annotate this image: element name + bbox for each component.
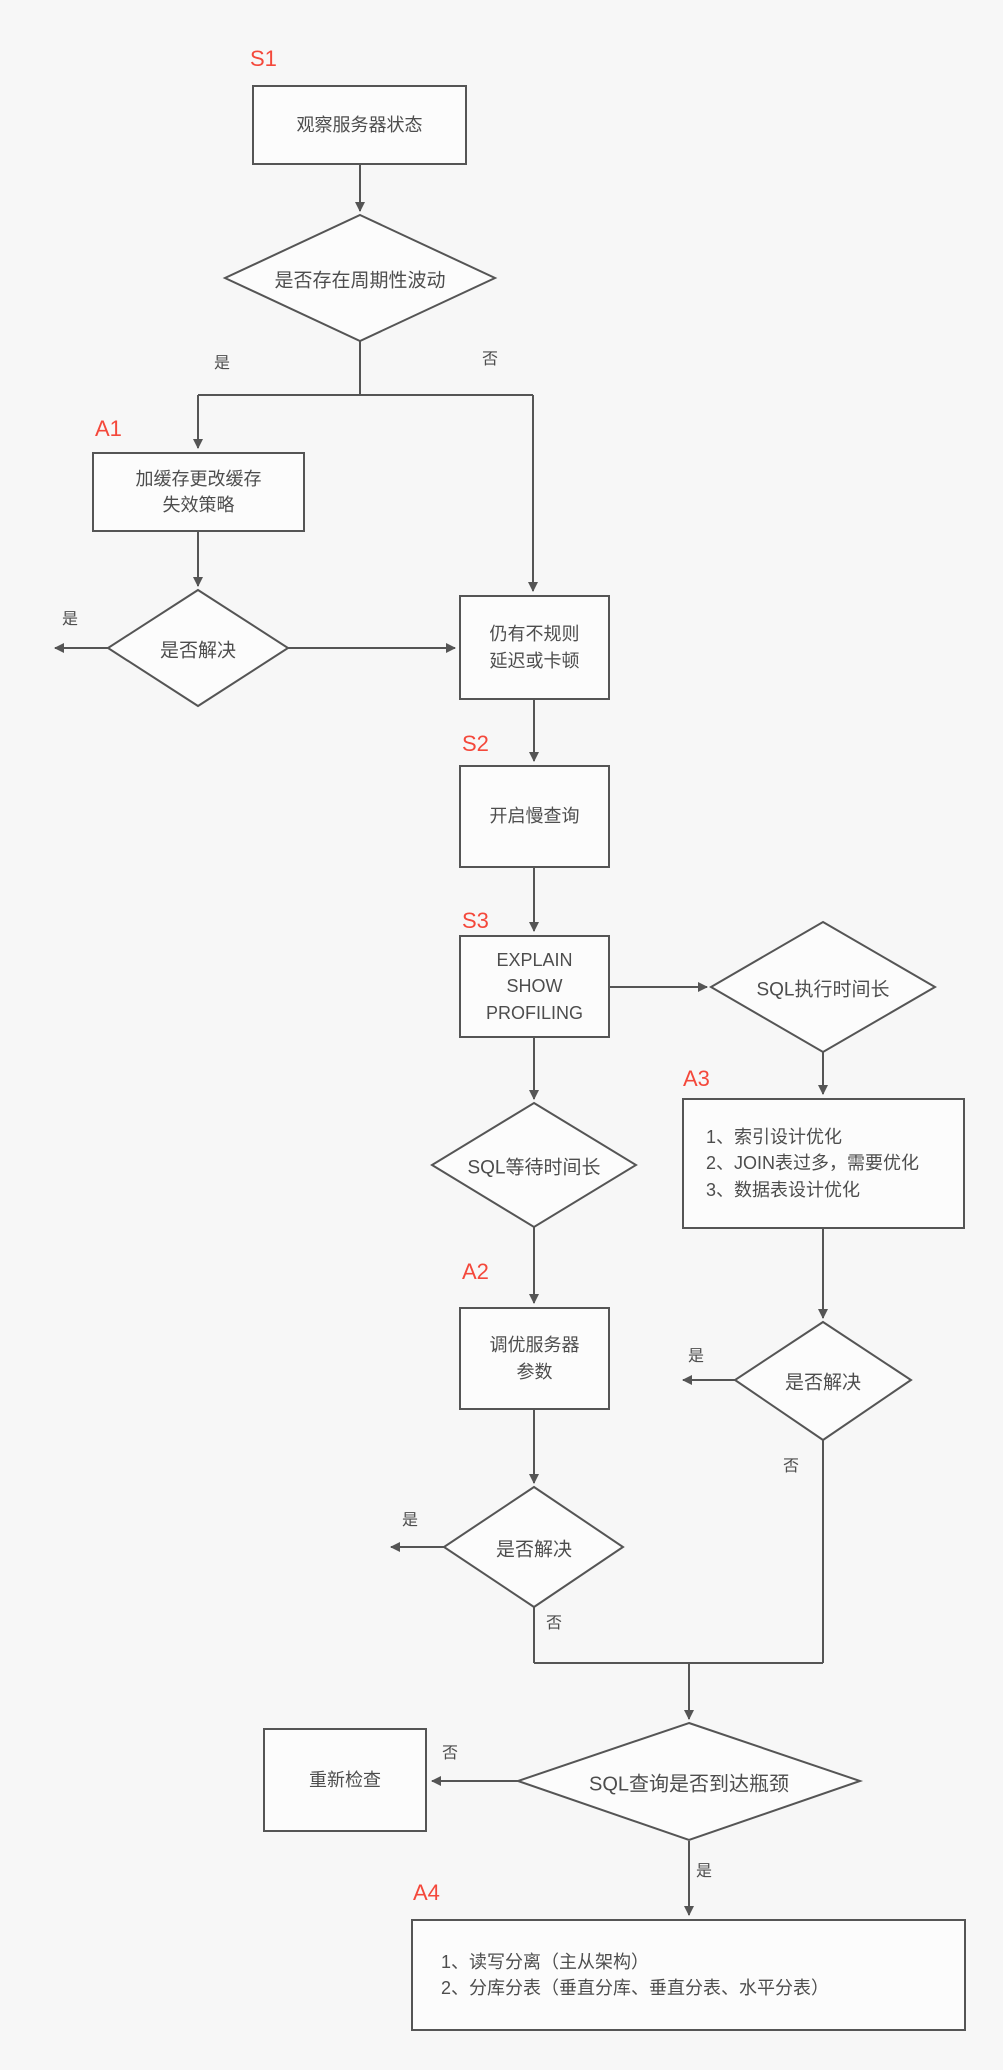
node-scale-out-item2: 2、分库分表（垂直分库、垂直分表、水平分表） <box>441 1978 830 1998</box>
decision-exec-long-label: SQL执行时间长 <box>756 979 890 1001</box>
decision-solved1-label: 是否解决 <box>159 640 237 662</box>
decision-solved1-diamond <box>106 588 290 708</box>
decision-solved3-label: 是否解决 <box>784 1372 862 1394</box>
node-index-optimization-item1: 1、索引设计优化 <box>706 1127 843 1148</box>
node-irregular-lag: 仍有不规则 延迟或卡顿 <box>459 595 610 700</box>
branch-periodic-no: 否 <box>482 351 499 368</box>
node-explain-line1: EXPLAIN <box>496 950 573 971</box>
step-label-a3: A3 <box>683 1066 710 1091</box>
decision-exec-long-diamond <box>709 920 937 1054</box>
node-irregular-lag-line1: 仍有不规则 <box>489 624 580 645</box>
node-recheck-text: 重新检查 <box>309 1769 381 1790</box>
branch-periodic-yes: 是 <box>214 355 231 372</box>
node-observe-server-status: 观察服务器状态 <box>252 85 467 165</box>
node-explain-line2: SHOW <box>506 976 563 997</box>
node-enable-slow-query-text: 开启慢查询 <box>489 806 580 827</box>
node-tune-server-params-line2: 参数 <box>516 1361 553 1382</box>
node-explain-line3: PROFILING <box>485 1002 583 1023</box>
branch-solved2-yes: 是 <box>402 1512 419 1529</box>
node-explain-profiling: EXPLAIN SHOW PROFILING <box>459 935 610 1038</box>
decision-solved2-diamond <box>442 1485 625 1609</box>
node-scale-out-item1: 1、读写分离（主从架构） <box>441 1951 650 1972</box>
decision-solved3-diamond <box>733 1320 913 1442</box>
node-recheck: 重新检查 <box>263 1728 427 1832</box>
branch-bottleneck-no: 否 <box>442 1745 459 1762</box>
node-add-cache-policy-line2: 失效策略 <box>162 495 235 515</box>
node-add-cache-policy-line1: 加缓存更改缓存 <box>135 468 262 489</box>
node-tune-server-params: 调优服务器 参数 <box>459 1307 610 1410</box>
node-index-optimization-item3: 3、数据表设计优化 <box>706 1179 861 1200</box>
decision-wait-long-label: SQL等待时间长 <box>467 1157 601 1179</box>
node-index-optimization-list: 1、索引设计优化 2、JOIN表过多，需要优化 3、数据表设计优化 <box>682 1098 965 1229</box>
step-label-a4: A4 <box>413 1880 440 1905</box>
decision-bottleneck-diamond <box>514 1721 864 1842</box>
step-label-s1: S1 <box>250 46 277 71</box>
step-label-a1: A1 <box>95 416 122 441</box>
node-add-cache-policy: 加缓存更改缓存 失效策略 <box>92 452 305 532</box>
branch-solved3-no: 否 <box>783 1458 800 1475</box>
node-index-optimization-item2: 2、JOIN表过多，需要优化 <box>706 1153 920 1174</box>
branch-solved3-yes: 是 <box>688 1348 705 1365</box>
node-tune-server-params-line1: 调优服务器 <box>489 1335 580 1356</box>
node-observe-server-status-text: 观察服务器状态 <box>296 114 423 135</box>
node-enable-slow-query: 开启慢查询 <box>459 765 610 868</box>
step-label-s2: S2 <box>462 731 489 756</box>
decision-periodic-diamond <box>222 213 498 343</box>
decision-bottleneck-label: SQL查询是否到达瓶颈 <box>588 1773 790 1796</box>
step-label-a2: A2 <box>462 1259 489 1284</box>
decision-solved2-label: 是否解决 <box>495 1539 573 1561</box>
decision-periodic-label: 是否存在周期性波动 <box>274 270 446 292</box>
branch-solved1-yes: 是 <box>62 611 79 628</box>
decision-wait-long-diamond <box>430 1101 638 1229</box>
node-scale-out-list: 1、读写分离（主从架构） 2、分库分表（垂直分库、垂直分表、水平分表） <box>411 1919 966 2031</box>
step-label-s3: S3 <box>462 908 489 933</box>
node-irregular-lag-line2: 延迟或卡顿 <box>489 650 580 671</box>
branch-solved2-no: 否 <box>546 1615 563 1632</box>
branch-bottleneck-yes: 是 <box>696 1863 713 1880</box>
